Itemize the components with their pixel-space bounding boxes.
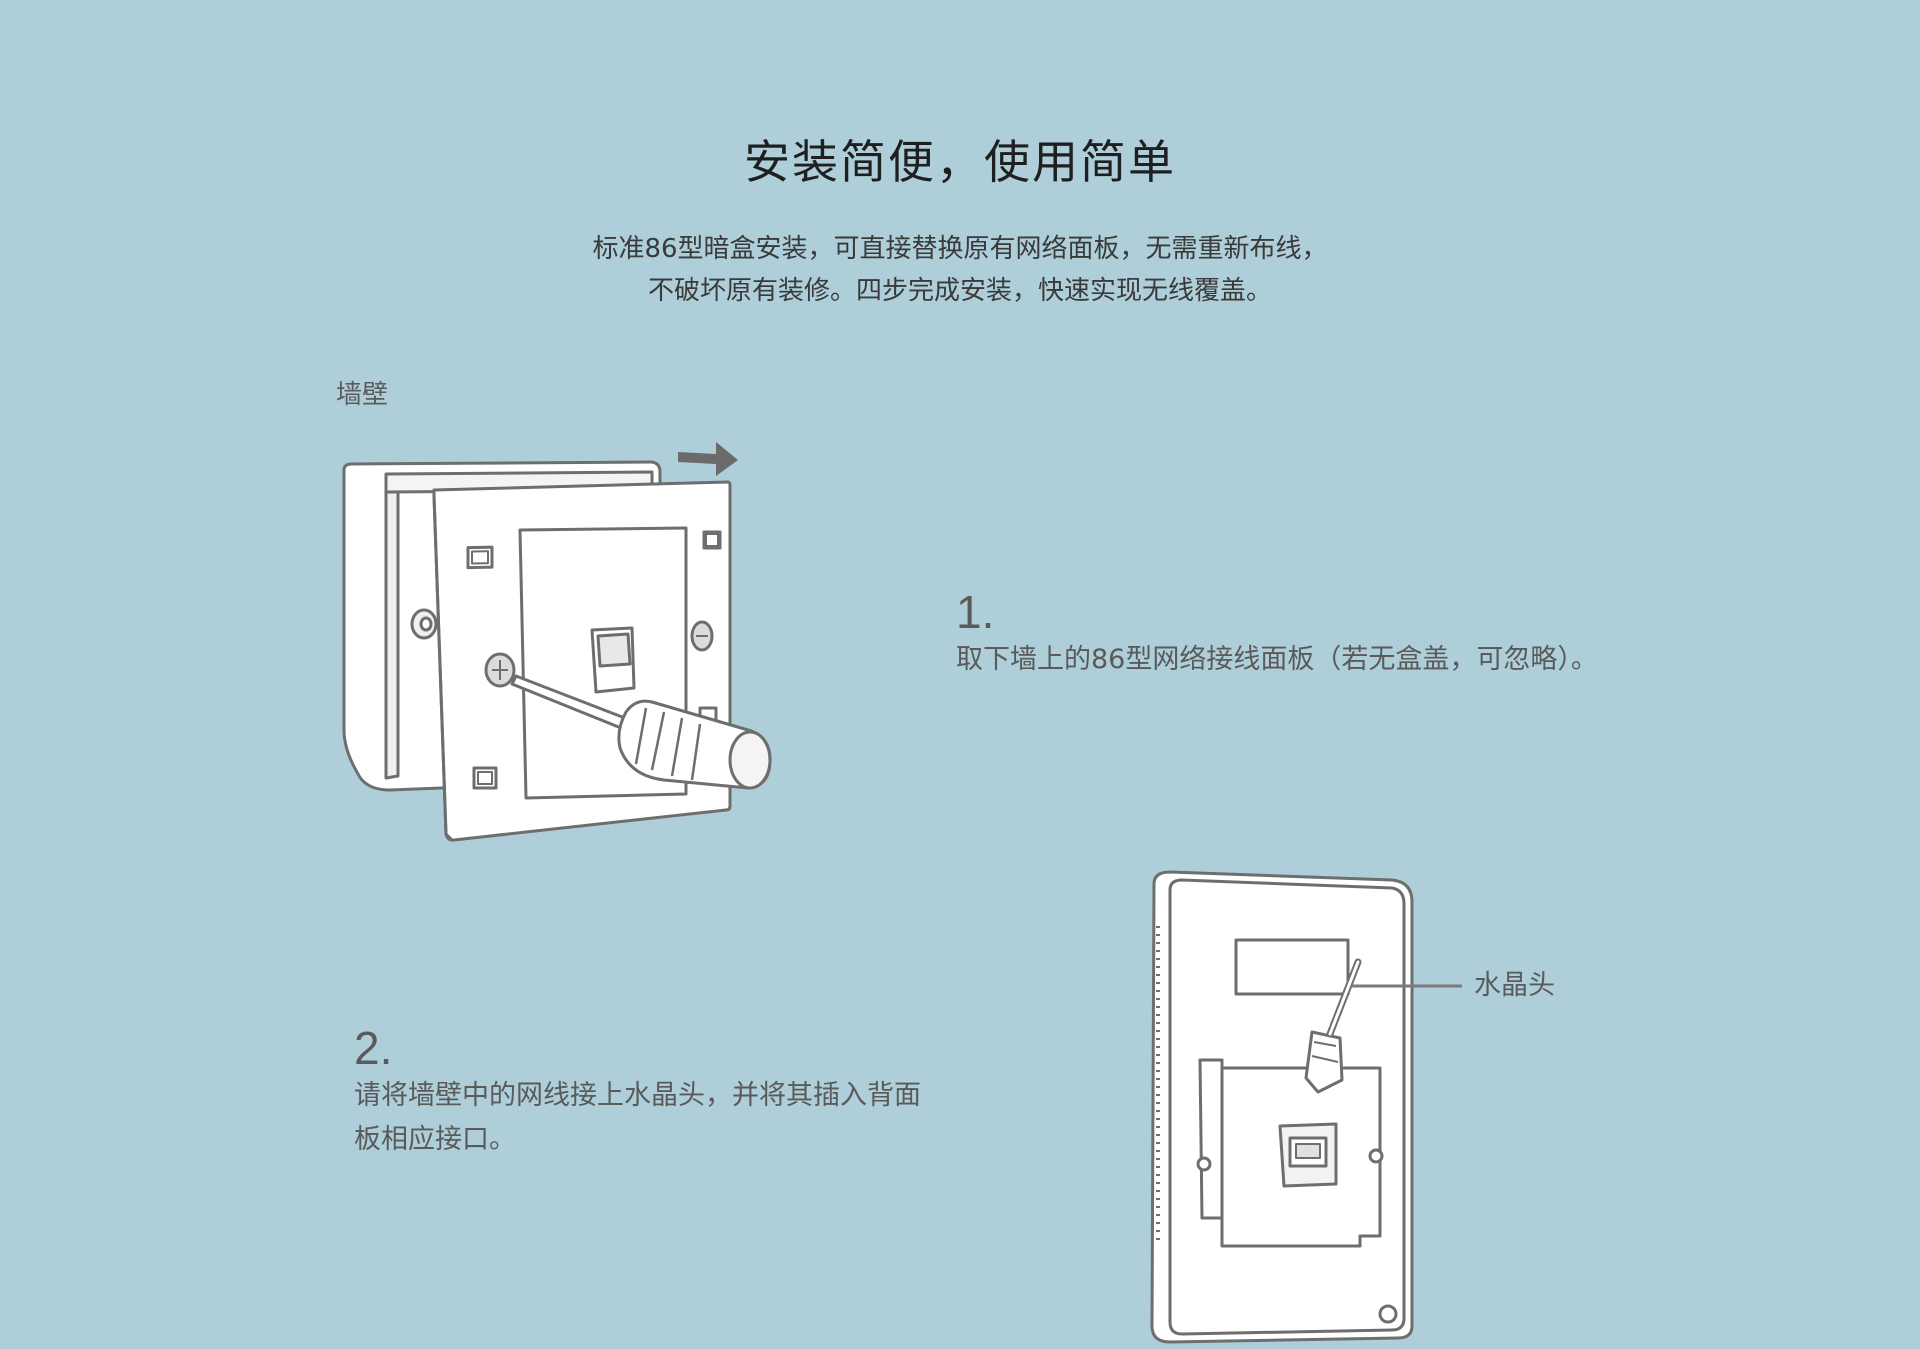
page-title: 安装简便，使用简单 [744, 135, 1176, 189]
step-1-description: 取下墙上的86型网络接线面板（若无盒盖，可忽略）。 [956, 644, 1598, 675]
step-1-number: 1. [956, 586, 995, 638]
step-2-description-line-2: 板相应接口。 [354, 1124, 516, 1155]
back-panel-illustration [1150, 870, 1462, 1344]
step-2: 2. 请将墙壁中的网线接上水晶头，并将其插入背面 板相应接口。 [354, 1022, 994, 1162]
step-1: 1. 取下墙上的86型网络接线面板（若无盒盖，可忽略）。 [956, 586, 1736, 682]
subtitle-line-1: 标准86型暗盒安装，可直接替换原有网络面板，无需重新布线， [592, 234, 1328, 264]
label-window [1234, 938, 1350, 996]
subtitle-line-2: 不破坏原有装修。四步完成安装，快速实现无线覆盖。 [647, 276, 1272, 306]
step-2-number: 2. [354, 1022, 393, 1074]
wall-label: 墙壁 [336, 380, 389, 410]
page-subtitle: 标准86型暗盒安装，可直接替换原有网络面板，无需重新布线， 不破坏原有装修。四步… [0, 228, 1920, 312]
step-2-description-line-1: 请将墙壁中的网线接上水晶头，并将其插入背面 [354, 1080, 921, 1111]
crystal-head-icon [1304, 1030, 1344, 1094]
pull-arrow-icon [678, 442, 738, 476]
crystal-head-label: 水晶头 [1474, 970, 1555, 1001]
faceplate-removal-illustration [342, 442, 772, 842]
